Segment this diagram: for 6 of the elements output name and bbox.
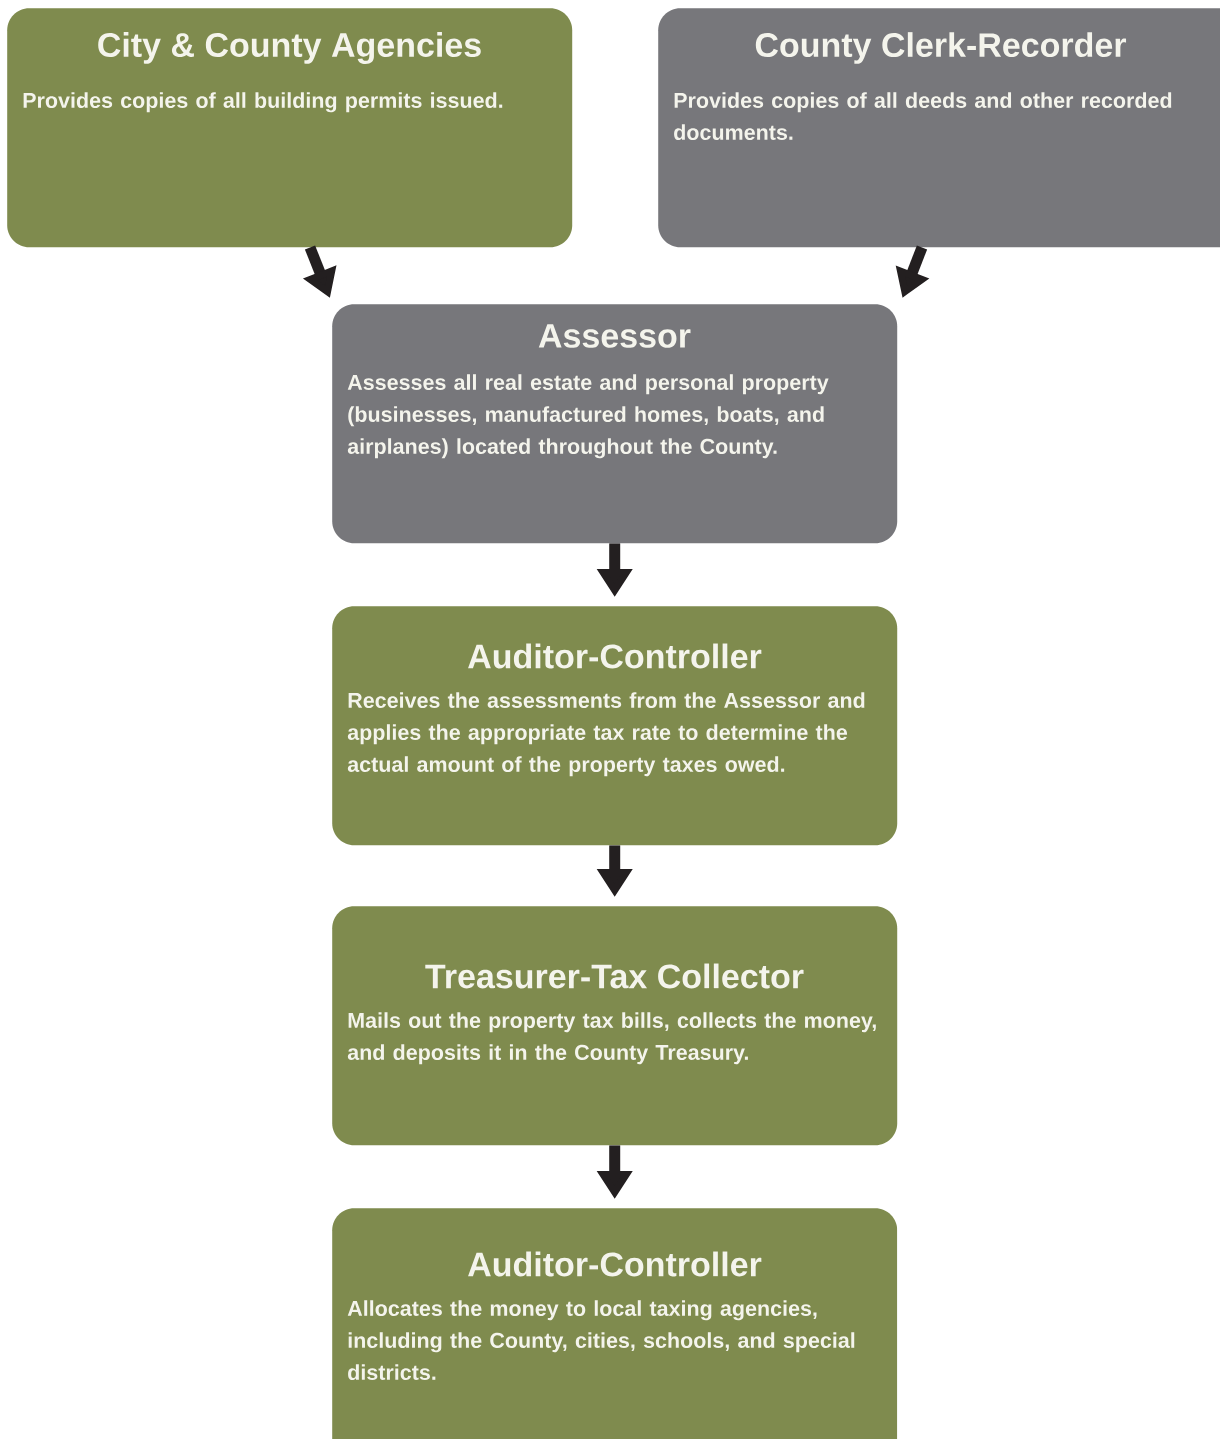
process-box: Treasurer-Tax Collector Mails out the property tax bills, collects the money, and deposits it in the County Treasury. bbox=[332, 906, 898, 1146]
process-box: Assessor Assesses all real estate and personal property (businesses, manufactured homes, boats, and airplanes) located throughout the County. bbox=[332, 304, 898, 544]
process-box: Auditor-Controller Allocates the money to local taxing agencies, including the County, cities, schools, and special districts. bbox=[332, 1208, 898, 1439]
process-box: County Clerk-Recorder Provides copies of all deeds and other recorded documents. bbox=[658, 8, 1220, 248]
process-box: City & County Agencies Provides copies of all building permits issued. bbox=[7, 8, 573, 248]
process-box: Auditor-Controller Receives the assessments from the Assessor and applies the appropriate tax rate to determine the actual amount of the property taxes owed. bbox=[332, 606, 898, 846]
